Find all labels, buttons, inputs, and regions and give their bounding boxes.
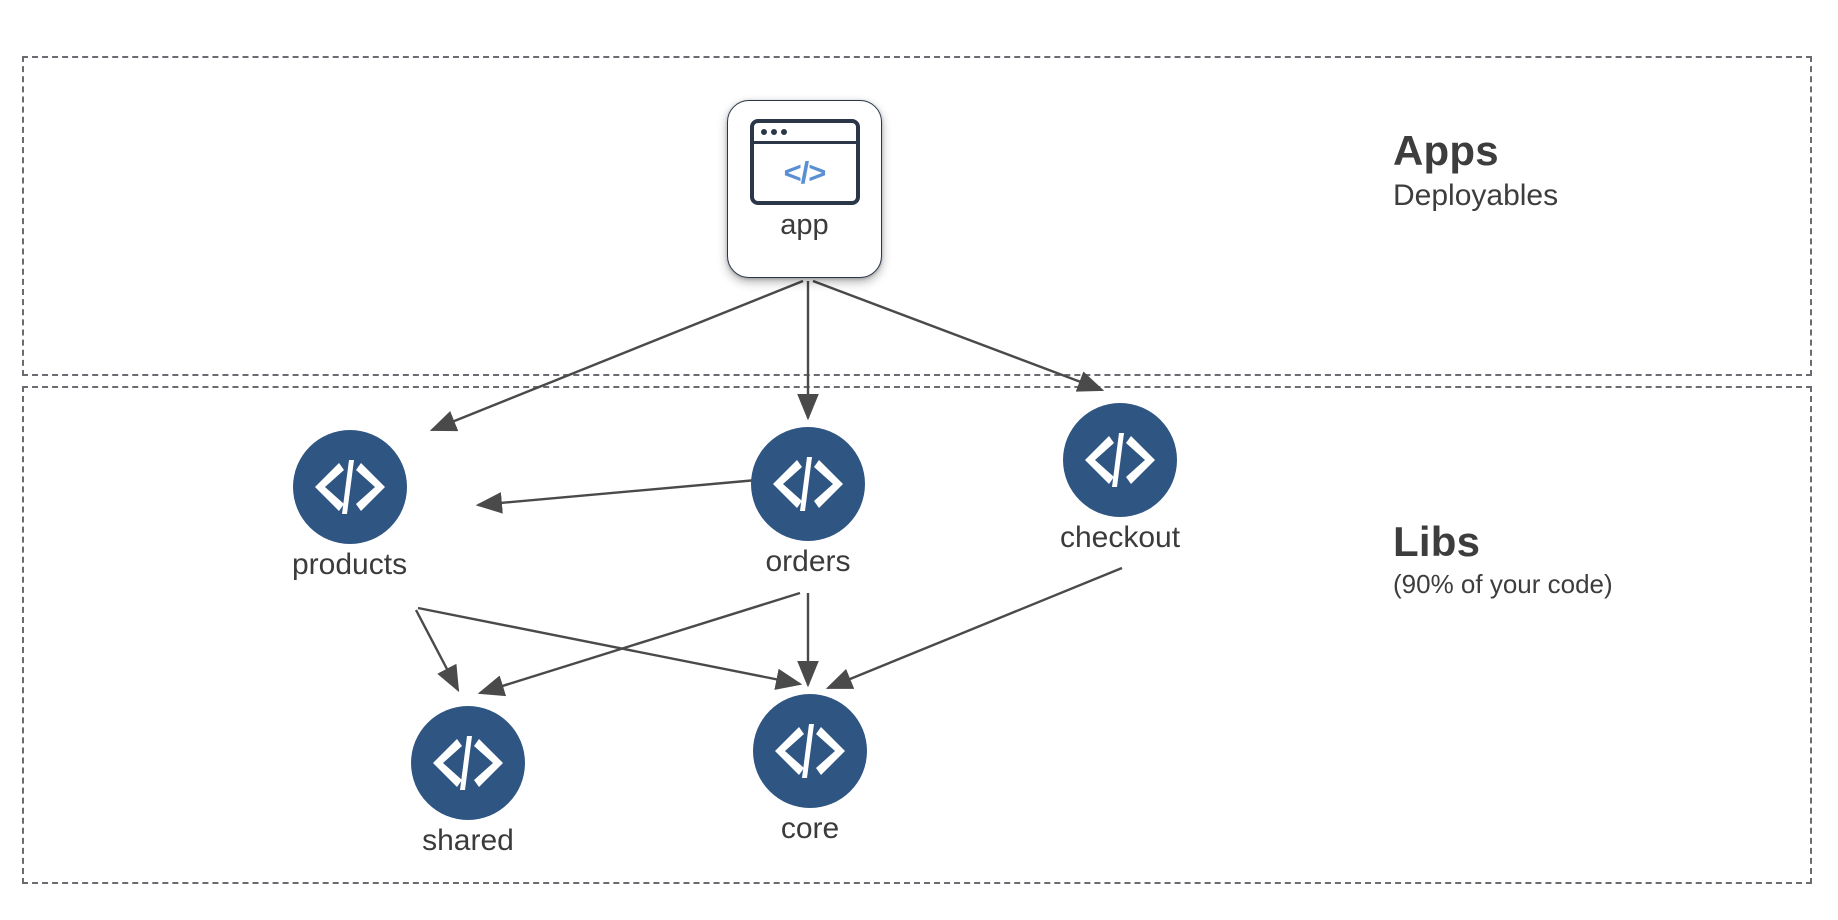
node-core-label: core: [780, 812, 840, 845]
code-glyph-icon: [314, 460, 385, 514]
node-orders-circle: [751, 427, 865, 541]
node-app[interactable]: </> app: [727, 100, 882, 278]
zone-apps-caption: Apps Deployables: [1393, 128, 1558, 215]
zone-apps-title: Apps: [1393, 127, 1499, 174]
node-app-label: app: [780, 209, 829, 241]
node-shared[interactable]: shared: [411, 706, 525, 857]
node-core-circle: [753, 694, 867, 808]
titlebar-dot-2: [770, 129, 777, 135]
zone-libs-caption: Libs (90% of your code): [1393, 519, 1613, 601]
code-glyph-icon: [433, 736, 503, 790]
titlebar-dot-1: [760, 129, 767, 135]
zone-libs-subtitle: (90% of your code): [1393, 569, 1613, 600]
node-products[interactable]: products: [292, 430, 407, 581]
node-products-label: products: [292, 548, 408, 581]
browser-window-icon: </>: [749, 119, 860, 205]
code-glyph-icon: [775, 724, 845, 778]
titlebar-dot-3: [780, 129, 787, 135]
zone-apps: [22, 56, 1812, 376]
zone-libs: [22, 386, 1812, 884]
node-shared-circle: [411, 706, 525, 820]
node-orders[interactable]: orders: [751, 427, 865, 578]
node-orders-label: orders: [765, 545, 851, 578]
zone-apps-subtitle: Deployables: [1393, 179, 1559, 213]
code-glyph-icon: [1085, 433, 1156, 487]
code-glyph-icon: [773, 457, 843, 511]
zone-libs-title: Libs: [1393, 518, 1481, 565]
browser-titlebar: [753, 123, 856, 144]
node-checkout-circle: [1063, 403, 1178, 517]
code-glyph-icon: </>: [783, 154, 827, 190]
node-checkout[interactable]: checkout: [1060, 403, 1180, 554]
node-checkout-label: checkout: [1060, 521, 1181, 554]
node-core[interactable]: core: [753, 694, 867, 845]
node-products-circle: [292, 430, 407, 544]
node-shared-label: shared: [422, 824, 514, 857]
